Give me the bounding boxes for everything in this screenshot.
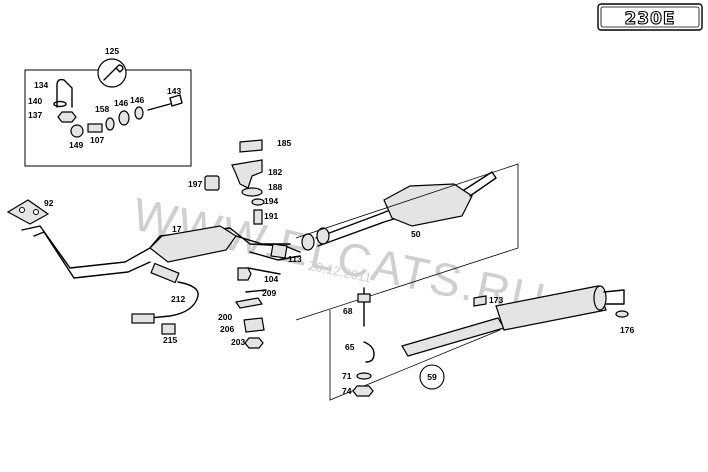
label-188: 188 bbox=[268, 182, 282, 192]
washer-140 bbox=[53, 100, 67, 108]
label-140: 140 bbox=[28, 96, 42, 106]
mounting-kit-box bbox=[24, 58, 192, 167]
plate-206 bbox=[243, 317, 265, 333]
oxygen-sensor-212 bbox=[131, 262, 199, 335]
label-125: 125 bbox=[105, 46, 119, 56]
label-176: 176 bbox=[620, 325, 634, 335]
clip-215 bbox=[161, 323, 176, 335]
bolt-191 bbox=[253, 209, 263, 225]
washer-188 bbox=[241, 187, 263, 197]
nut-74 bbox=[352, 385, 374, 397]
rubber-mount-197 bbox=[204, 175, 220, 191]
label-185: 185 bbox=[277, 138, 291, 148]
label-203: 203 bbox=[231, 337, 245, 347]
front-pipe-with-catalyst bbox=[21, 225, 301, 279]
label-146b: 146 bbox=[130, 95, 144, 105]
label-107: 107 bbox=[90, 135, 104, 145]
hanger-200 bbox=[234, 297, 264, 309]
washer-194 bbox=[251, 198, 265, 206]
label-65: 65 bbox=[345, 342, 355, 352]
label-68: 68 bbox=[343, 306, 353, 316]
wrench-icon-circle bbox=[97, 58, 127, 88]
label-17: 17 bbox=[172, 224, 182, 234]
model-badge-text: 230E bbox=[624, 9, 675, 29]
label-92: 92 bbox=[44, 198, 54, 208]
label-215: 215 bbox=[163, 335, 177, 345]
stud-134 bbox=[56, 78, 73, 108]
label-212: 212 bbox=[171, 294, 185, 304]
nut-203 bbox=[244, 337, 264, 349]
nut-149 bbox=[70, 124, 84, 138]
washer-158 bbox=[105, 117, 115, 131]
strap-209 bbox=[245, 289, 267, 293]
label-74: 74 bbox=[342, 386, 352, 396]
flange-113 bbox=[270, 243, 288, 259]
intermediate-pipe-with-muffler-50 bbox=[295, 163, 519, 321]
bolt-143 bbox=[147, 94, 183, 111]
label-71: 71 bbox=[342, 371, 352, 381]
model-badge: 230E bbox=[597, 3, 703, 31]
clamp-65 bbox=[363, 341, 375, 363]
label-137: 137 bbox=[28, 110, 42, 120]
label-50: 50 bbox=[411, 229, 421, 239]
label-173: 173 bbox=[489, 295, 503, 305]
washer-176 bbox=[615, 310, 629, 318]
ring-146b bbox=[134, 106, 144, 120]
label-146a: 146 bbox=[114, 98, 128, 108]
sleeve-107 bbox=[87, 123, 103, 133]
mount-173 bbox=[473, 295, 487, 307]
label-182: 182 bbox=[268, 167, 282, 177]
rear-pipe-with-muffler-59 bbox=[329, 285, 629, 401]
wrench-icon bbox=[103, 64, 124, 81]
label-209: 209 bbox=[262, 288, 276, 298]
label-59: 59 bbox=[427, 372, 437, 382]
gasket-92 bbox=[6, 199, 50, 225]
nut-137 bbox=[57, 111, 77, 123]
label-113: 113 bbox=[288, 254, 302, 264]
bolt-104 bbox=[247, 267, 281, 275]
label-194: 194 bbox=[264, 196, 278, 206]
washer-71 bbox=[356, 372, 372, 380]
label-200: 200 bbox=[218, 312, 232, 322]
label-149: 149 bbox=[69, 140, 83, 150]
label-104: 104 bbox=[264, 274, 278, 284]
label-158: 158 bbox=[95, 104, 109, 114]
plate-185 bbox=[239, 139, 263, 153]
label-191: 191 bbox=[264, 211, 278, 221]
bracket-182 bbox=[231, 159, 263, 189]
label-206: 206 bbox=[220, 324, 234, 334]
ring-clamp bbox=[301, 233, 315, 251]
ring-146a bbox=[118, 110, 130, 126]
label-143: 143 bbox=[167, 86, 181, 96]
label-197: 197 bbox=[188, 179, 202, 189]
label-134: 134 bbox=[34, 80, 48, 90]
